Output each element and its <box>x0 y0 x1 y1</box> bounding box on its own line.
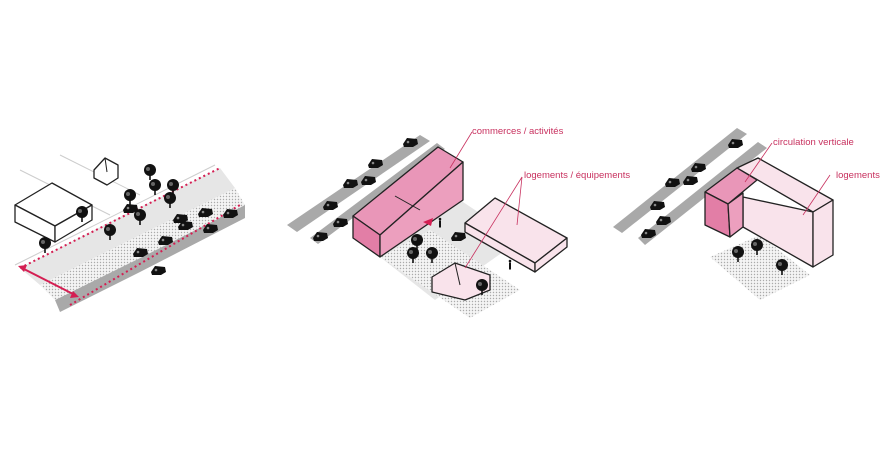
diagram-scheme-a: commerces / activités logements / équipe… <box>287 126 630 318</box>
small-house <box>93 157 119 186</box>
width-arrow <box>21 267 76 296</box>
sidewalk-textured <box>40 188 245 300</box>
building-housing <box>736 157 834 268</box>
leader-line <box>802 174 831 216</box>
leader-line <box>744 142 773 183</box>
arrow-head-icon <box>70 291 79 298</box>
entrance-marker-icon <box>423 218 433 226</box>
road-upper <box>613 128 747 233</box>
street-zone <box>20 168 235 285</box>
arrow-head-icon <box>18 265 27 272</box>
road-lower <box>55 205 245 312</box>
label-housing: logements <box>836 170 880 181</box>
building-housing <box>464 197 568 273</box>
building-house-gable <box>431 262 491 301</box>
diagram-scheme-b: circulation verticale logements <box>613 128 880 300</box>
ground-line <box>14 164 216 266</box>
leader-line <box>464 176 523 269</box>
building-commerce <box>352 146 464 258</box>
label-circulation: circulation verticale <box>773 137 854 148</box>
leader-line <box>449 131 473 169</box>
label-commerce: commerces / activités <box>472 126 564 137</box>
circulation-core <box>704 167 758 238</box>
boundary-dotted-line <box>19 167 221 269</box>
diagram-existing-site <box>14 154 245 312</box>
label-housing: logements / équipements <box>524 170 630 181</box>
leader-line <box>516 176 523 226</box>
road-upper <box>287 135 430 232</box>
